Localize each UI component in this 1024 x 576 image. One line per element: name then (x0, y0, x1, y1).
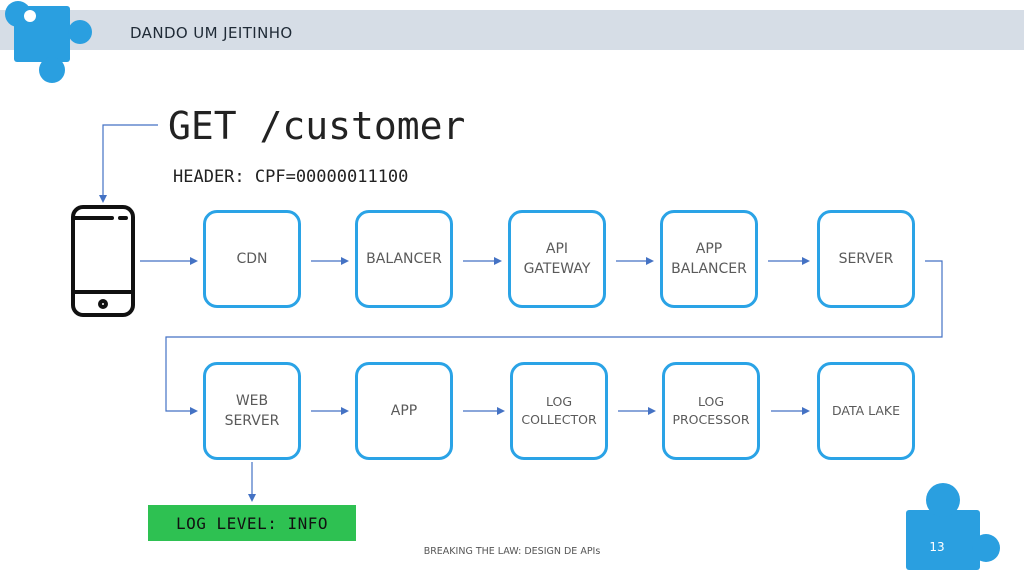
node-app-balancer: APP BALANCER (660, 210, 758, 308)
node-label: SERVER (838, 250, 894, 267)
node-app: APP (355, 362, 453, 460)
node-log-collector: LOG COLLECTOR (510, 362, 608, 460)
node-api-gateway: API GATEWAY (508, 210, 606, 308)
flow-connectors (99, 124, 943, 502)
node-label: LOG COLLECTOR (521, 393, 597, 427)
node-label: LOG PROCESSOR (672, 393, 750, 427)
node-label: APP (390, 402, 418, 419)
request-header: HEADER: CPF=00000011100 (173, 167, 409, 187)
node-label: BALANCER (366, 250, 442, 267)
request-method-path: GET /customer (168, 104, 466, 148)
log-level-badge: LOG LEVEL: INFO (148, 505, 356, 541)
node-label: CDN (236, 250, 268, 267)
node-web-server: WEB SERVER (203, 362, 301, 460)
node-data-lake: DATA LAKE (817, 362, 915, 460)
node-server: SERVER (817, 210, 915, 308)
smartphone-icon (71, 205, 135, 317)
slide-title: DANDO UM JEITINHO (130, 24, 293, 42)
puzzle-piece-icon-bottom (876, 483, 1000, 570)
node-label: DATA LAKE (831, 402, 901, 418)
footer-text: BREAKING THE LAW: DESIGN DE APIs (423, 546, 601, 557)
node-label: API GATEWAY (523, 240, 591, 277)
puzzle-piece-icon (5, 1, 92, 83)
node-balancer: BALANCER (355, 210, 453, 308)
node-label: WEB SERVER (224, 392, 280, 429)
header-band (0, 10, 1024, 50)
page-number: 13 (929, 540, 945, 554)
node-cdn: CDN (203, 210, 301, 308)
node-label: APP BALANCER (671, 240, 747, 277)
node-log-processor: LOG PROCESSOR (662, 362, 760, 460)
